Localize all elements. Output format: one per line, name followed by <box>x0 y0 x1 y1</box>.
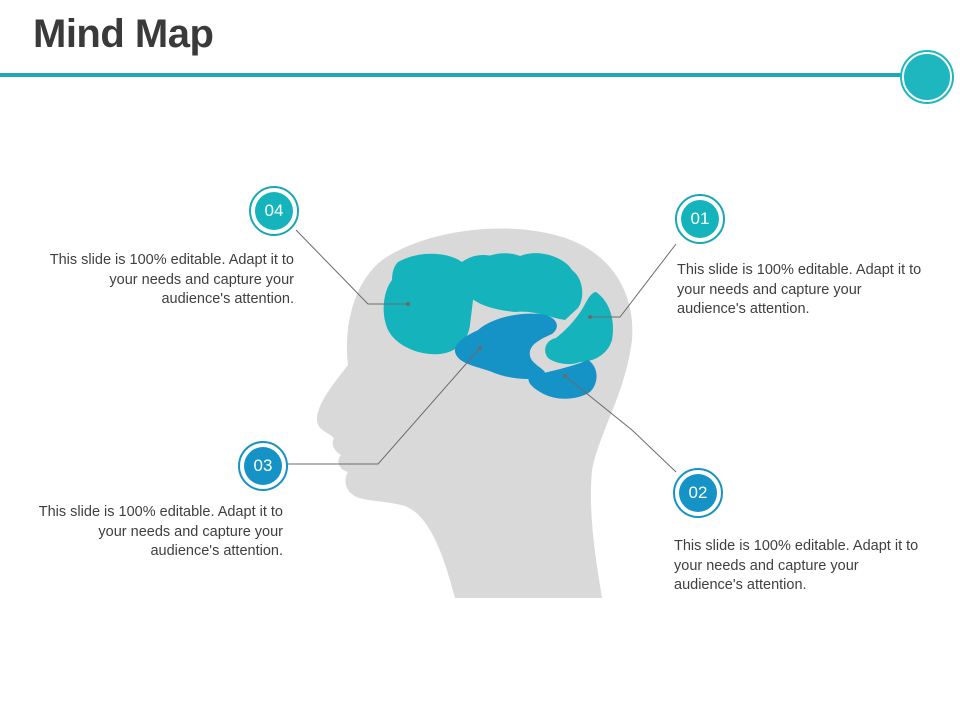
connector-01-end <box>588 315 592 319</box>
description-04: This slide is 100% editable. Adapt it to… <box>49 252 294 307</box>
connector-04-end <box>406 302 410 306</box>
badge-03: 03 <box>238 441 288 491</box>
description-01: This slide is 100% editable. Adapt it to… <box>677 262 922 317</box>
brain-temporal-lobe <box>454 313 557 379</box>
brain-cerebellum <box>528 360 597 399</box>
badge-04: 04 <box>249 186 299 236</box>
connector-02 <box>564 375 677 473</box>
description-03: This slide is 100% editable. Adapt it to… <box>38 504 283 559</box>
connector-03 <box>288 347 481 465</box>
badge-02: 02 <box>673 468 723 518</box>
connector-03-end <box>478 346 482 350</box>
badge-02-number: 02 <box>679 474 717 512</box>
brain-parietal-lobe <box>463 253 583 320</box>
badge-01: 01 <box>675 194 725 244</box>
slide-title: Mind Map <box>33 12 214 56</box>
connector-01 <box>590 243 677 318</box>
badge-04-number: 04 <box>255 192 293 230</box>
badge-03-number: 03 <box>244 447 282 485</box>
corner-circle <box>902 52 952 102</box>
connector-02-end <box>563 374 567 378</box>
badge-01-number: 01 <box>681 200 719 238</box>
connector-04 <box>295 229 408 305</box>
brain-occipital-lobe <box>545 292 614 365</box>
description-02: This slide is 100% editable. Adapt it to… <box>674 538 919 593</box>
title-divider <box>0 73 915 77</box>
